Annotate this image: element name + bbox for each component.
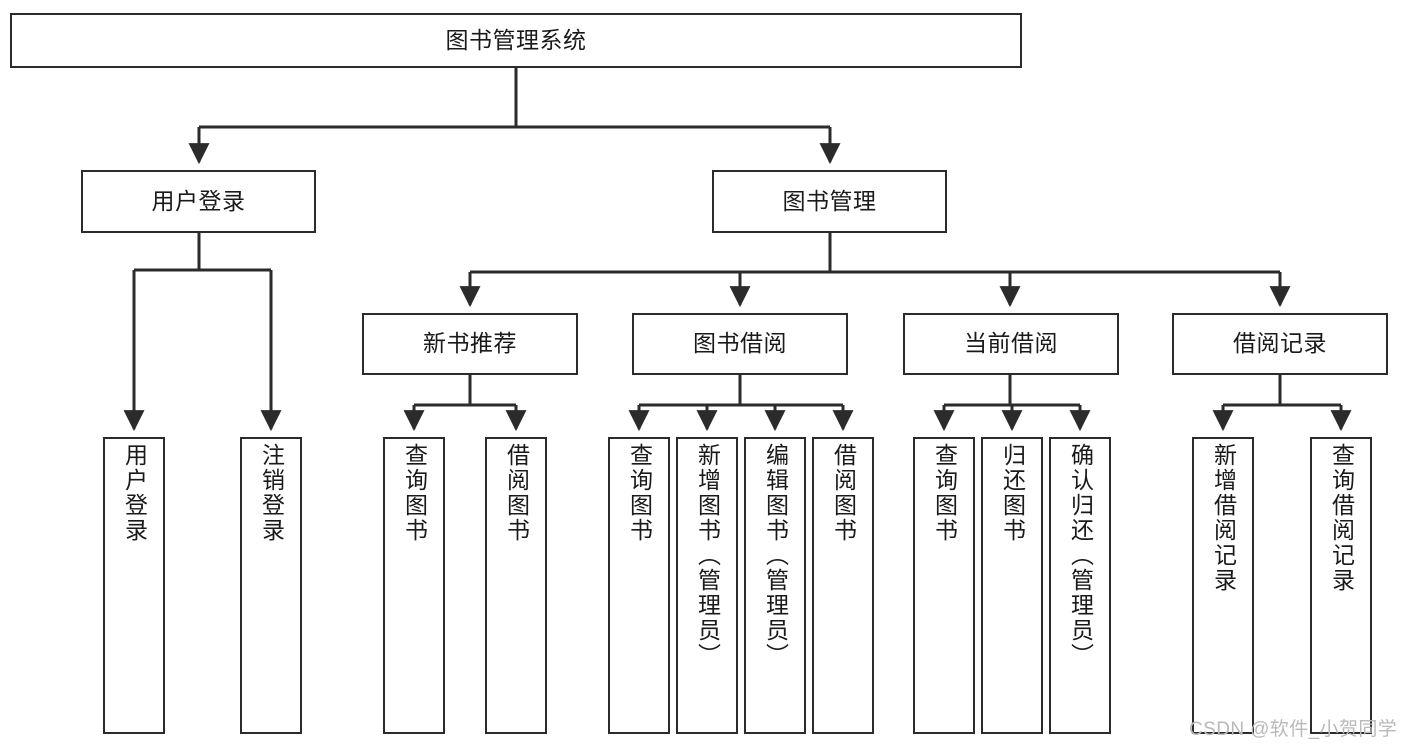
node-leaf-borrow-book-2-label: 借阅图书 (830, 443, 857, 543)
node-borrow-record-label: 借阅记录 (1233, 330, 1327, 357)
node-leaf-query-book-3-label: 查询图书 (931, 443, 958, 543)
node-book-borrow-label: 图书借阅 (693, 330, 787, 357)
node-leaf-logout-label: 注销登录 (258, 443, 285, 543)
node-new-book-rec[interactable]: 新书推荐 (362, 313, 578, 375)
node-leaf-query-book-3[interactable]: 查询图书 (913, 437, 975, 734)
node-book-manage[interactable]: 图书管理 (712, 170, 947, 233)
node-leaf-borrow-book-1-label: 借阅图书 (503, 443, 530, 543)
node-leaf-borrow-book-2[interactable]: 借阅图书 (812, 437, 874, 734)
node-leaf-edit-book-label: 编辑图书（管理员） (762, 443, 789, 668)
node-book-manage-label: 图书管理 (782, 187, 877, 214)
node-user-login-label: 用户登录 (151, 187, 246, 214)
node-book-borrow[interactable]: 图书借阅 (632, 313, 848, 375)
node-leaf-borrow-book-1[interactable]: 借阅图书 (485, 437, 547, 734)
node-leaf-query-book-1[interactable]: 查询图书 (383, 437, 445, 734)
node-leaf-add-record[interactable]: 新增借阅记录 (1192, 437, 1254, 734)
node-leaf-user-login-label: 用户登录 (121, 443, 148, 543)
node-leaf-add-book-label: 新增图书（管理员） (694, 443, 721, 668)
node-leaf-return-book[interactable]: 归还图书 (981, 437, 1043, 734)
node-leaf-query-book-2[interactable]: 查询图书 (608, 437, 670, 734)
node-current-borrow[interactable]: 当前借阅 (903, 313, 1119, 375)
node-leaf-add-book[interactable]: 新增图书（管理员） (676, 437, 738, 734)
node-leaf-add-record-label: 新增借阅记录 (1210, 443, 1237, 593)
node-leaf-confirm-return[interactable]: 确认归还（管理员） (1049, 437, 1111, 734)
node-leaf-logout[interactable]: 注销登录 (240, 437, 302, 734)
node-root-label: 图书管理系统 (445, 26, 587, 53)
node-leaf-query-record-label: 查询借阅记录 (1328, 443, 1355, 593)
node-leaf-query-book-1-label: 查询图书 (401, 443, 428, 543)
node-current-borrow-label: 当前借阅 (964, 330, 1058, 357)
node-leaf-return-book-label: 归还图书 (999, 443, 1026, 543)
node-borrow-record[interactable]: 借阅记录 (1172, 313, 1388, 375)
node-leaf-confirm-return-label: 确认归还（管理员） (1067, 443, 1094, 668)
node-new-book-rec-label: 新书推荐 (423, 330, 517, 357)
node-leaf-query-book-2-label: 查询图书 (626, 443, 653, 543)
node-user-login[interactable]: 用户登录 (81, 170, 316, 233)
node-leaf-query-record[interactable]: 查询借阅记录 (1310, 437, 1372, 734)
node-root[interactable]: 图书管理系统 (10, 13, 1022, 68)
node-leaf-edit-book[interactable]: 编辑图书（管理员） (744, 437, 806, 734)
node-leaf-user-login[interactable]: 用户登录 (103, 437, 165, 734)
